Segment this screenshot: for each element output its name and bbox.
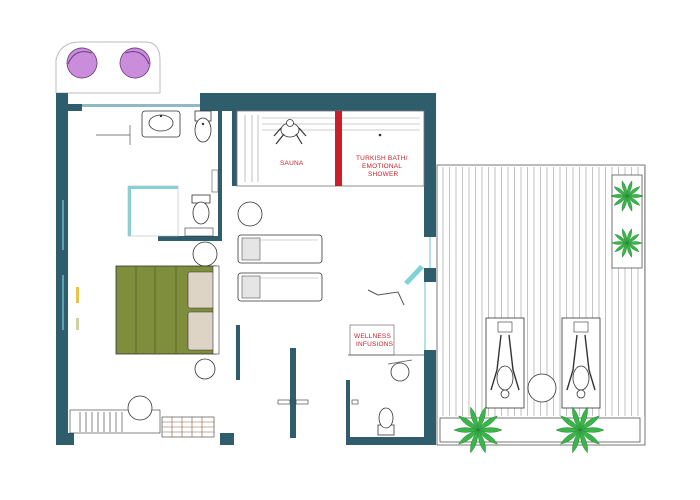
lounger-icon xyxy=(237,272,323,302)
bathroom xyxy=(96,110,219,237)
terrace-furniture xyxy=(485,317,601,409)
armchair-icon xyxy=(66,47,98,79)
bidet-icon xyxy=(194,110,212,143)
person-icon xyxy=(566,334,596,399)
turkish-bath-label: EMOTIONAL xyxy=(362,163,402,170)
toilet-icon xyxy=(191,194,211,225)
side-table xyxy=(237,201,263,227)
toilet-icon xyxy=(377,407,395,436)
armchair-icon xyxy=(119,47,151,79)
bedside-lamp xyxy=(192,241,218,267)
luggage-rack xyxy=(161,416,215,438)
plant-icon xyxy=(610,180,644,212)
person-icon xyxy=(490,334,520,399)
sink-icon xyxy=(141,110,181,138)
plant-icon xyxy=(453,406,503,454)
partition-wall xyxy=(335,111,342,186)
terrace-deck xyxy=(436,164,646,446)
person-icon xyxy=(273,119,307,145)
wellness-zone: WELLNESS INFUSIONS xyxy=(237,201,424,436)
sauna-area: SAUNA TURKISH BATH/ EMOTIONAL SHOWER xyxy=(236,110,425,187)
bedside-lamp xyxy=(194,358,216,380)
plant-icon xyxy=(555,406,605,454)
turkish-bath-label: TURKISH BATH/ xyxy=(356,155,408,162)
walls xyxy=(56,93,436,445)
balcony xyxy=(55,41,161,94)
wellness-label: INFUSIONS xyxy=(356,341,394,348)
lounger-icon xyxy=(237,234,323,264)
bedroom xyxy=(69,241,220,438)
chair-icon xyxy=(127,395,153,421)
plants xyxy=(453,180,644,454)
windows xyxy=(62,200,431,350)
side-table xyxy=(527,373,557,403)
plant-icon xyxy=(611,228,643,258)
wellness-label: WELLNESS xyxy=(354,333,391,340)
double-bed-icon xyxy=(115,265,220,355)
sauna-label: SAUNA xyxy=(280,160,304,167)
turkish-bath-label: SHOWER xyxy=(368,171,399,178)
